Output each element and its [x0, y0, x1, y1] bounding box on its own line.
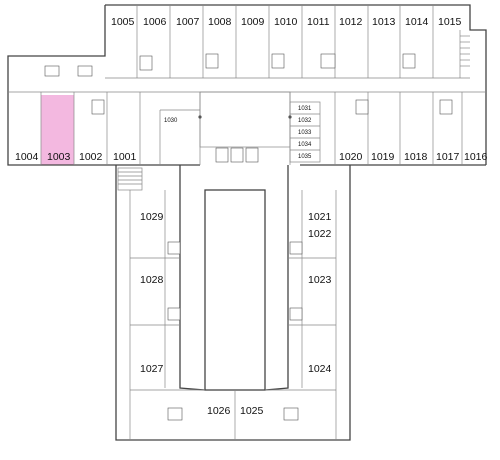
room-1017-label[interactable]: 1017: [436, 151, 460, 163]
room-1029-label[interactable]: 1029: [140, 211, 164, 223]
room-1001-label[interactable]: 1001: [113, 151, 137, 163]
north-bottom-rooms: [40, 91, 463, 191]
stair-north-east: [459, 30, 470, 78]
room-1021-label[interactable]: 1021: [308, 211, 332, 223]
room-1011-label[interactable]: 1011: [307, 16, 330, 28]
room-1018-label[interactable]: 1018: [404, 151, 428, 163]
room-1034-label[interactable]: 1034: [298, 142, 312, 148]
room-1010-label[interactable]: 1010: [274, 16, 298, 28]
room-1035-label[interactable]: 1035: [298, 154, 312, 160]
room-1026-label[interactable]: 1026: [207, 405, 231, 417]
room-1022-label[interactable]: 1022: [308, 228, 332, 240]
room-1006-label[interactable]: 1006: [143, 16, 167, 28]
room-1027-label[interactable]: 1027: [140, 363, 164, 375]
room-1004-label[interactable]: 1004: [15, 151, 39, 163]
room-1009-label[interactable]: 1009: [241, 16, 265, 28]
room-1012-label[interactable]: 1012: [339, 16, 363, 28]
room-1015-label[interactable]: 1015: [438, 16, 462, 28]
room-1028-label[interactable]: 1028: [140, 274, 164, 286]
room-1023-label[interactable]: 1023: [308, 274, 332, 286]
room-1031-label[interactable]: 1031: [298, 106, 312, 112]
room-1030-label[interactable]: 1030: [164, 118, 178, 124]
room-1033-label[interactable]: 1033: [298, 130, 312, 136]
room-1013-label[interactable]: 1013: [372, 16, 396, 28]
south-rooms: [129, 190, 337, 440]
selected-room-1003-highlight[interactable]: [41, 95, 74, 165]
room-1024-label[interactable]: 1024: [308, 363, 332, 375]
room-1003-label[interactable]: 1003: [47, 151, 71, 163]
room-1020-label[interactable]: 1020: [339, 151, 363, 163]
room-1032-label[interactable]: 1032: [298, 118, 312, 124]
room-1016-label[interactable]: 1016: [464, 151, 488, 163]
room-1014-label[interactable]: 1014: [405, 16, 429, 28]
room-1025-label[interactable]: 1025: [240, 405, 264, 417]
room-1005-label[interactable]: 1005: [111, 16, 135, 28]
room-1008-label[interactable]: 1008: [208, 16, 232, 28]
room-1019-label[interactable]: 1019: [371, 151, 395, 163]
room-labels: 1005 1006 1007 1008 1009 1010 1011 1012 …: [15, 16, 488, 417]
bathroom-fixtures: [44, 53, 453, 421]
room-1007-label[interactable]: 1007: [176, 16, 200, 28]
room-1002-label[interactable]: 1002: [79, 151, 103, 163]
stair-south-west: [117, 167, 143, 191]
north-top-rooms: [8, 5, 486, 93]
